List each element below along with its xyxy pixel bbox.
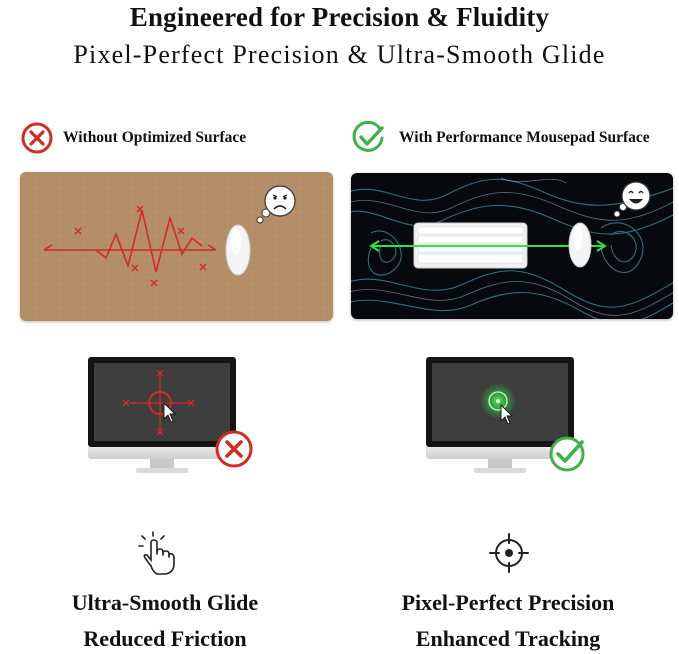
without-surface-label: Without Optimized Surface	[63, 129, 247, 146]
tap-hand-icon	[138, 531, 175, 575]
performance-mousepad-image	[351, 173, 673, 319]
feature-right-line1: Pixel-Perfect Precision	[401, 590, 615, 615]
sad-face-bubble-icon	[256, 185, 296, 224]
jitter-path	[43, 209, 217, 273]
with-surface-header: With Performance Mousepad Surface	[351, 121, 679, 155]
page-subtitle: Pixel-Perfect Precision & Ultra-Smooth G…	[73, 40, 606, 69]
with-surface-label: With Performance Mousepad Surface	[399, 129, 650, 146]
x-circle-icon	[215, 430, 253, 468]
x-circle-icon	[21, 122, 53, 154]
feature-left-line2: Reduced Friction	[83, 626, 247, 651]
without-surface-header: Without Optimized Surface	[20, 121, 340, 155]
page-title: Engineered for Precision & Fluidity	[129, 2, 550, 32]
monitor-jittery-cursor	[88, 357, 236, 477]
crosshair-icon	[489, 533, 529, 573]
check-circle-icon	[352, 121, 384, 152]
monitor-precise-cursor	[426, 357, 574, 477]
check-circle-icon	[549, 436, 585, 472]
feature-left-line1: Ultra-Smooth Glide	[71, 590, 259, 615]
happy-face-bubble-icon	[613, 181, 651, 218]
feature-right-line2: Enhanced Tracking	[415, 626, 601, 651]
precise-target-icon	[480, 383, 516, 425]
jittery-target-icon	[122, 369, 195, 436]
